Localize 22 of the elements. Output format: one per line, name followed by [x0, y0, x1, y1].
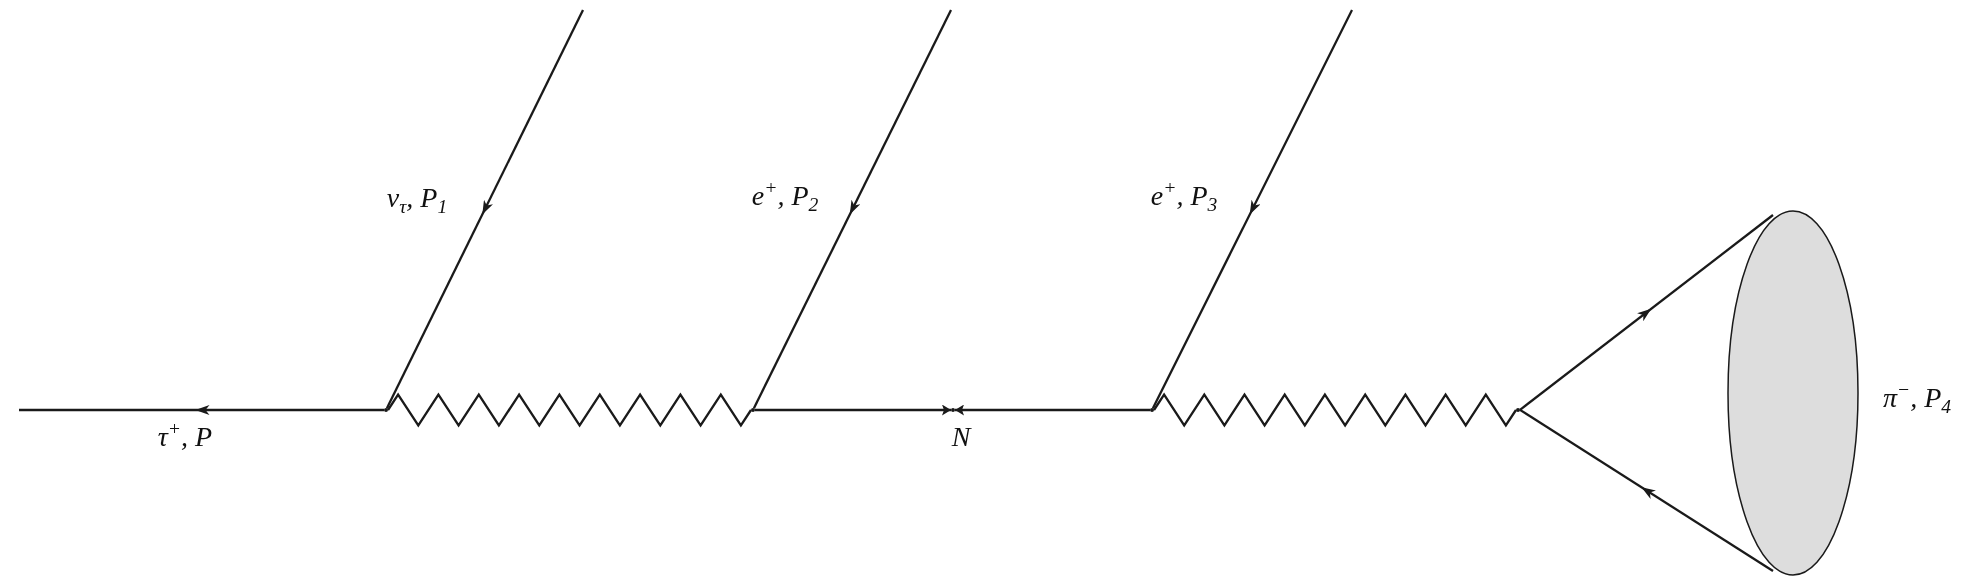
particle-label: e$^{+}$, P$_{2}$ [751, 182, 819, 210]
vertex-dot [951, 408, 955, 412]
arrow [955, 404, 1150, 416]
zigzag-line [387, 392, 752, 428]
vertex-dot [384, 408, 388, 412]
vertex-dot [1516, 408, 1520, 412]
arrow [1519, 214, 1774, 411]
arrow [385, 9, 585, 409]
zigzag-line [1153, 392, 1517, 428]
particle-label: τ$^{+}$, P [157, 423, 213, 451]
particle-label: π$^{−}$, P$_{4}$ [1882, 384, 1952, 412]
particle-label: e$^{+}$, P$_{3}$ [1150, 182, 1218, 210]
vertex-dot [1150, 408, 1154, 412]
particle-label: ν$_{τ}$, P$_{1}$ [386, 184, 448, 212]
arrow [1151, 9, 1354, 409]
arrow [752, 9, 953, 409]
ellipse-blob [1727, 210, 1859, 576]
particle-label: N [951, 423, 971, 451]
arrow [19, 405, 384, 415]
vertex-dot [751, 408, 755, 412]
arrow [1519, 408, 1774, 572]
arrow [755, 404, 951, 416]
